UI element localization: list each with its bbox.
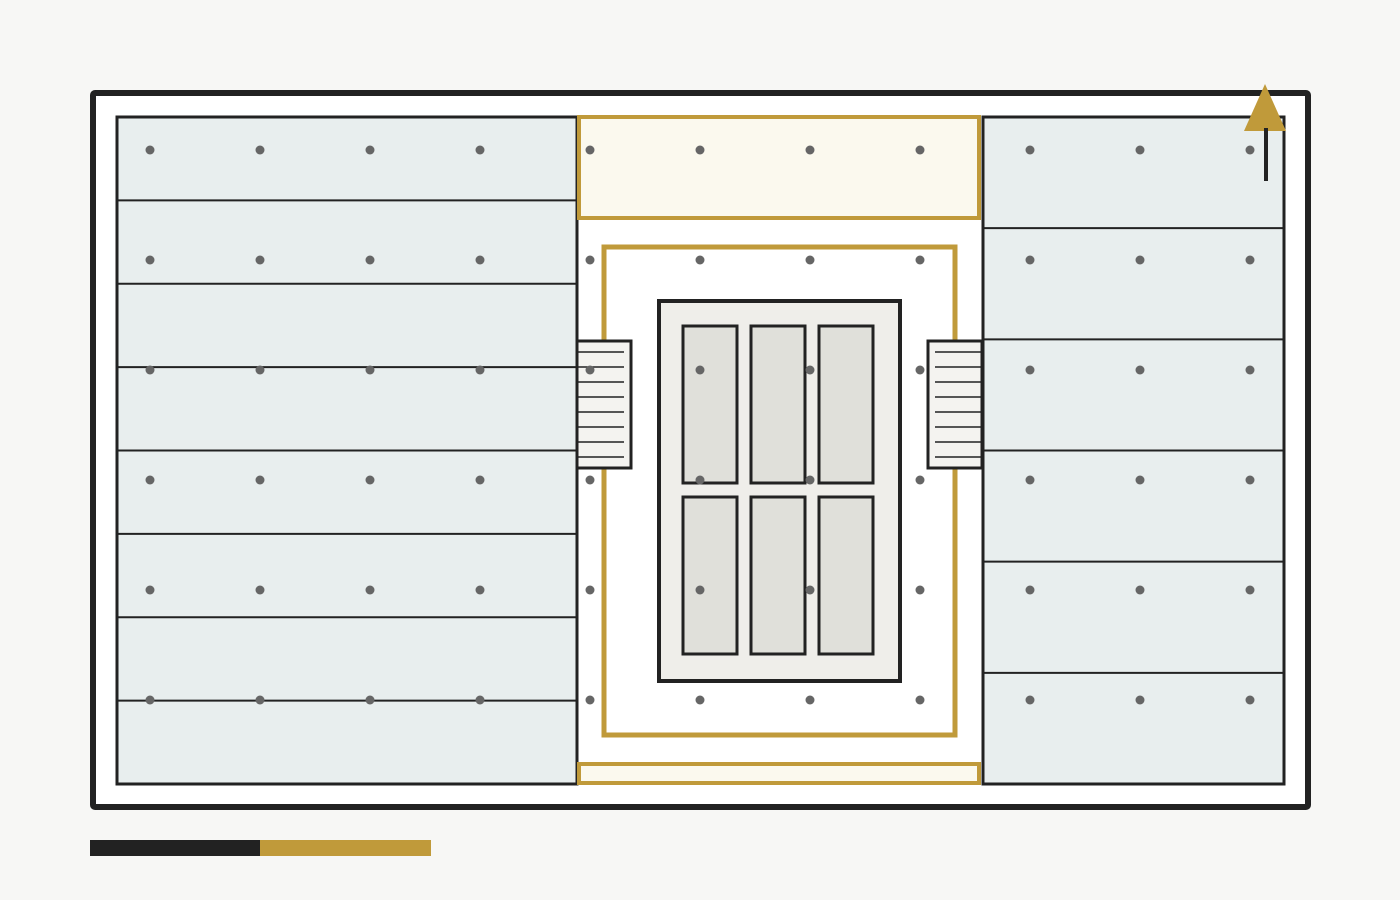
stair-west-outline: [575, 339, 633, 470]
column-dot: [255, 475, 265, 485]
column-dot: [1245, 695, 1255, 705]
column-dot: [1135, 255, 1145, 265]
column-dot: [915, 365, 925, 375]
column-dot: [475, 365, 485, 375]
column-dot: [585, 365, 595, 375]
column-dot: [1135, 585, 1145, 595]
column-dot: [365, 475, 375, 485]
column-dot: [255, 145, 265, 155]
column-dot: [1025, 255, 1035, 265]
core-room: [817, 495, 875, 656]
column-dot: [805, 695, 815, 705]
left-wing-bay-dividers: [117, 199, 577, 702]
column-dot: [805, 255, 815, 265]
column-dot: [475, 255, 485, 265]
column-dot: [695, 145, 705, 155]
core-room: [817, 324, 875, 485]
column-dot: [915, 145, 925, 155]
right-wing-bay-dividers: [983, 227, 1284, 674]
column-dot: [805, 145, 815, 155]
column-dot: [695, 585, 705, 595]
column-dot: [1135, 475, 1145, 485]
column-dot: [915, 255, 925, 265]
core-room: [681, 495, 739, 656]
north-arrow-head: [1244, 84, 1286, 131]
column-dot: [255, 585, 265, 595]
column-dot: [145, 475, 155, 485]
column-dot: [1025, 365, 1035, 375]
column-dot: [145, 145, 155, 155]
column-dot: [255, 695, 265, 705]
column-dot: [365, 695, 375, 705]
core-boundary-outline: [601, 244, 958, 738]
core-rooms: [681, 324, 875, 656]
column-dot: [585, 695, 595, 705]
scale-bar-segment-dark: [90, 840, 260, 856]
column-dot: [585, 145, 595, 155]
north-lobby-zone: [577, 115, 981, 220]
north-arrow-icon: [1244, 84, 1286, 181]
column-dot: [145, 695, 155, 705]
stair-east-treads: [935, 351, 982, 458]
column-dot: [1025, 585, 1035, 595]
column-dot: [1245, 145, 1255, 155]
column-dot: [365, 365, 375, 375]
column-dot: [475, 585, 485, 595]
column-dot: [145, 585, 155, 595]
column-dot: [365, 145, 375, 155]
column-dot: [695, 365, 705, 375]
column-dot: [1025, 145, 1035, 155]
column-dot: [585, 475, 595, 485]
core-room: [749, 324, 807, 485]
left-wing: [115, 115, 579, 786]
column-dot: [1245, 475, 1255, 485]
column-dot: [585, 585, 595, 595]
core-room: [749, 495, 807, 656]
column-dot: [255, 365, 265, 375]
column-dot: [145, 365, 155, 375]
stair-east: [926, 339, 984, 470]
south-entry-strip: [577, 762, 981, 785]
column-dot: [1245, 585, 1255, 595]
column-dot: [1025, 695, 1035, 705]
column-dot: [805, 365, 815, 375]
column-dot: [1245, 365, 1255, 375]
column-dot: [365, 255, 375, 265]
column-dot: [805, 585, 815, 595]
stair-east-outline: [926, 339, 984, 470]
column-dot: [1135, 365, 1145, 375]
column-dot: [805, 475, 815, 485]
column-dot: [1025, 475, 1035, 485]
column-dot: [695, 475, 705, 485]
column-dot: [1135, 145, 1145, 155]
right-wing: [981, 115, 1286, 786]
scale-bar-segment-accent: [260, 840, 431, 856]
column-dot: [365, 585, 375, 595]
column-dot: [695, 255, 705, 265]
core-room: [681, 324, 739, 485]
central-core: [657, 299, 902, 683]
column-dot: [475, 475, 485, 485]
column-dot: [1245, 255, 1255, 265]
column-dot: [695, 695, 705, 705]
column-dot: [255, 255, 265, 265]
stair-west-treads: [577, 351, 624, 458]
structural-column-grid: [145, 145, 1255, 705]
column-dot: [475, 145, 485, 155]
stair-west: [575, 339, 633, 470]
column-dot: [915, 475, 925, 485]
column-dot: [585, 255, 595, 265]
column-dot: [475, 695, 485, 705]
column-dot: [1135, 695, 1145, 705]
scale-bar: [90, 840, 431, 856]
column-dot: [915, 695, 925, 705]
column-dot: [915, 585, 925, 595]
column-dot: [145, 255, 155, 265]
